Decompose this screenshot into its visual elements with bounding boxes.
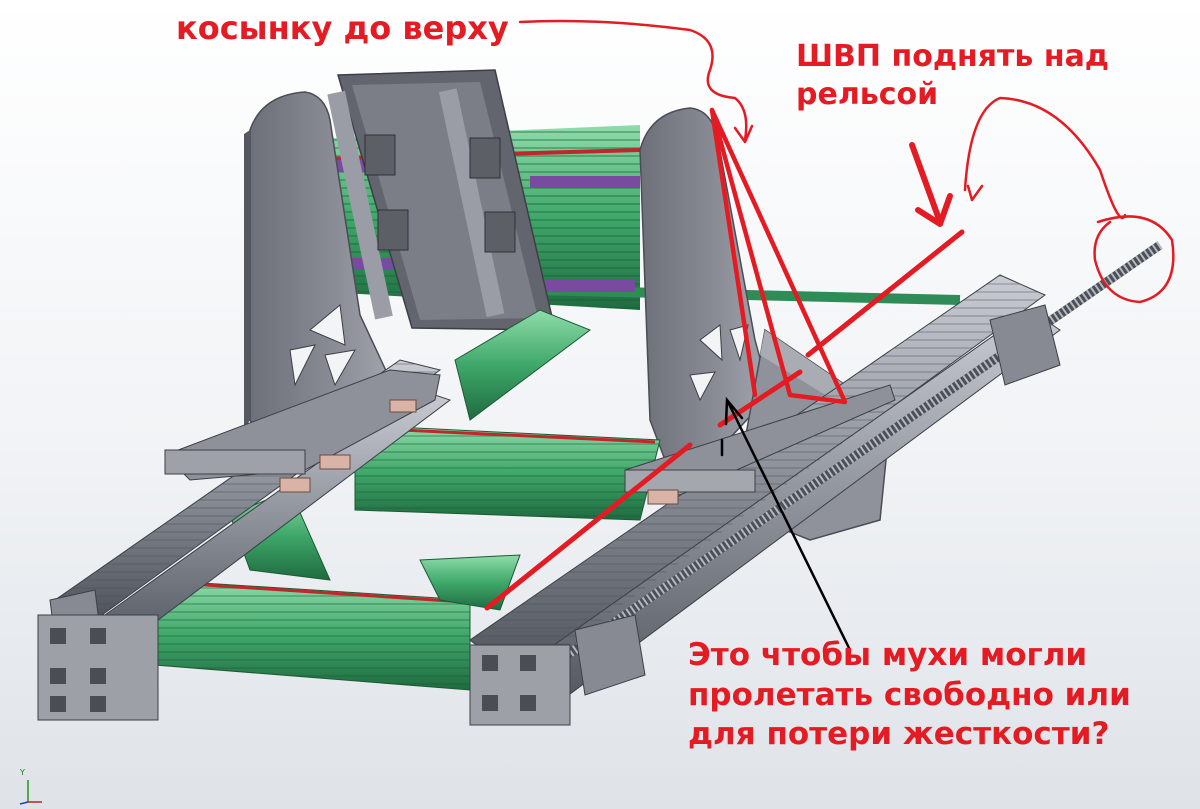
ball-screw [557, 241, 1163, 664]
screw-end-circle [1093, 215, 1175, 304]
lightening-hole [309, 304, 346, 346]
lightening-hole [699, 324, 723, 362]
annotation-gusset-to-top: косынку до верху [176, 9, 509, 47]
lightening-hole [324, 349, 356, 387]
coordinate-triad-icon [19, 780, 42, 805]
black-arrow [720, 396, 852, 652]
annotation-raise-ball-screw: ШВП поднять над рельсой [796, 38, 1109, 115]
triad-axis-label: Y [20, 768, 25, 777]
base-plates [164, 369, 896, 505]
squiggle-arrow [518, 19, 748, 142]
red-annotation-marks [484, 19, 1175, 611]
frame-gap-line [484, 442, 693, 611]
lightening-hole [689, 371, 716, 402]
front-green-frame [154, 309, 661, 691]
annotation-line: Это чтобы мухи могли [688, 637, 1088, 673]
left-upright-plate [244, 91, 396, 456]
profile-end-caps [37, 614, 571, 726]
rail-block [484, 211, 516, 253]
gusset-outline [709, 107, 848, 405]
lightening-hole [289, 344, 316, 387]
annotation-line: пролетать свободно или [688, 676, 1131, 713]
annotation-line: рельсой [796, 77, 939, 113]
down-arrow [909, 142, 943, 225]
raised-screw-line [805, 229, 965, 358]
annotation-line: ШВП поднять над [796, 39, 1110, 74]
rail-block [364, 134, 396, 176]
annotation-question: Это чтобы мухи могли пролетать свободно … [688, 636, 1131, 755]
carriage-plate [327, 69, 556, 331]
rail-block [377, 209, 409, 251]
rail-block [469, 137, 501, 179]
annotation-line: для потери жесткости? [688, 716, 1110, 753]
